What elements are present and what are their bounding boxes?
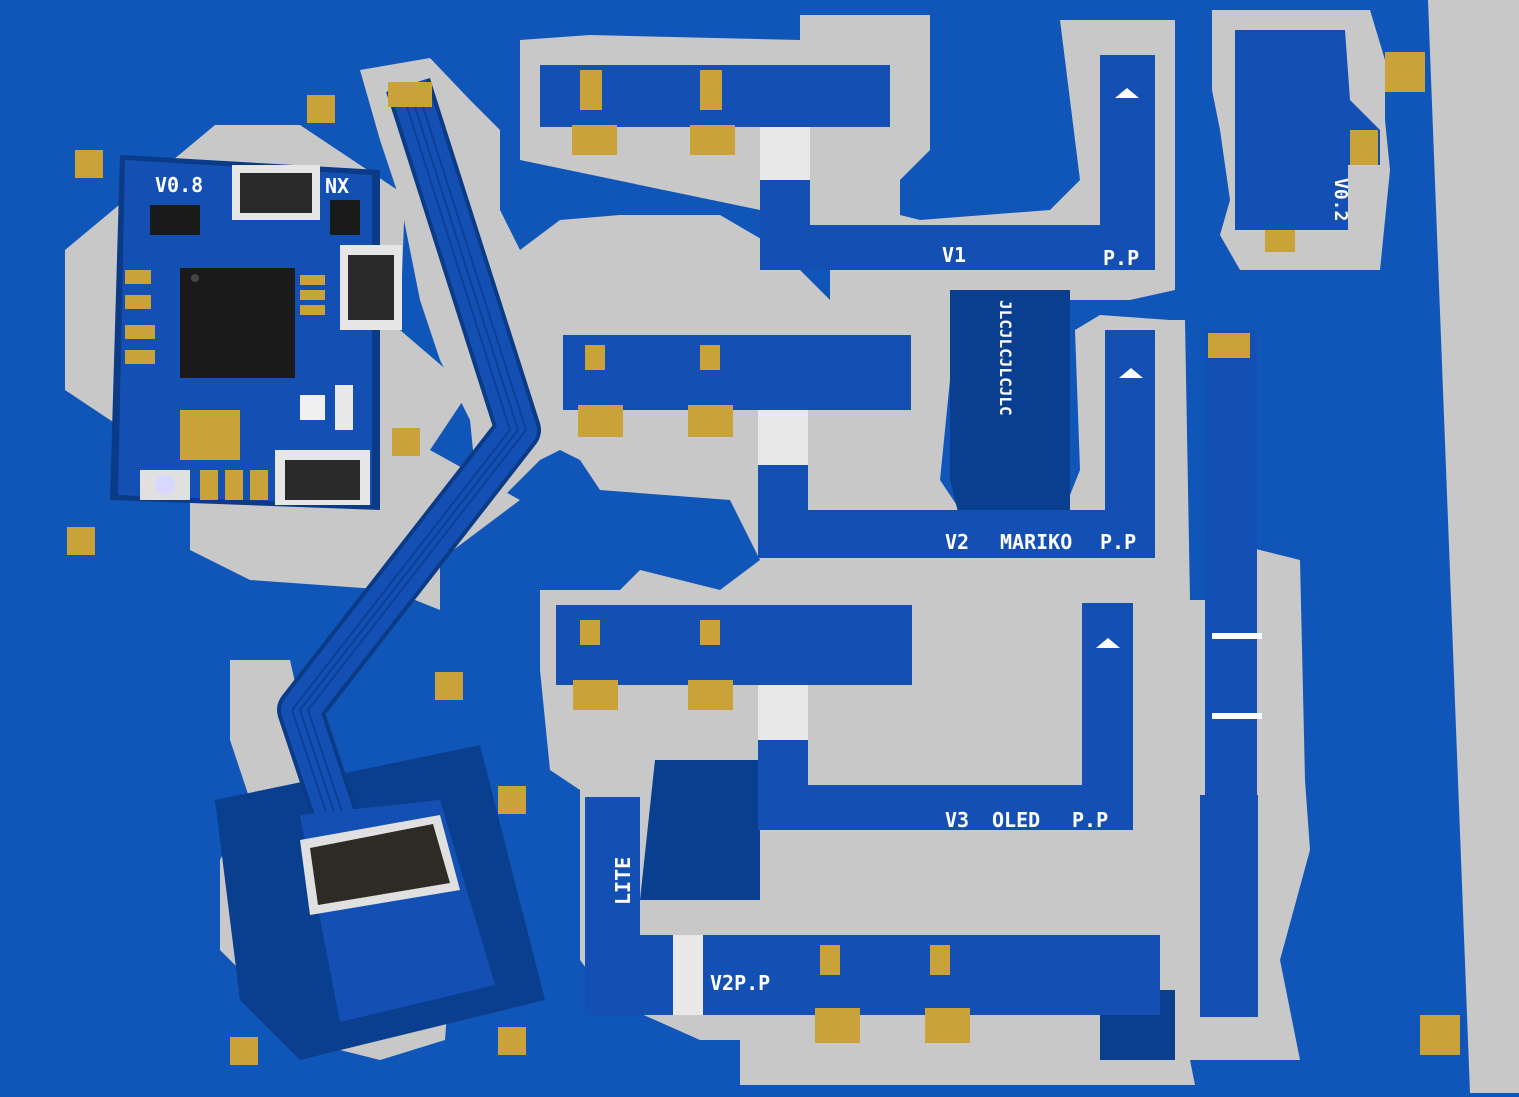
flex-cable [277, 78, 541, 838]
fiducial-pads [67, 52, 1460, 1065]
v1-label: V1 [942, 243, 966, 267]
lite-board: LITE V2P.P [585, 797, 1160, 1043]
lite-suffix: V2P.P [710, 971, 770, 995]
v1-board: V1 P.P [540, 55, 1155, 270]
main-board: V0.8 NX [110, 155, 402, 510]
v1-suffix: P.P [1103, 246, 1139, 270]
small-version-label: V0.2 [1330, 178, 1351, 221]
v2-model: MARIKO [1000, 530, 1072, 554]
v3-model: OLED [992, 808, 1040, 832]
v2-label: V2 [945, 530, 969, 554]
flex-contacts-top [388, 82, 432, 107]
v2-board: V2 MARIKO P.P [563, 330, 1155, 558]
panel-jlc-text: JLCJLCJLCJLC [996, 300, 1015, 416]
v2-suffix: P.P [1100, 530, 1136, 554]
main-name-label: NX [325, 174, 349, 198]
right-flex [1200, 330, 1262, 1017]
v3-label: V3 [945, 808, 969, 832]
small-board: V0.2 [1235, 30, 1380, 252]
panel-edge-rail [1428, 0, 1519, 1093]
main-version-label: V0.8 [155, 173, 203, 197]
v3-suffix: P.P [1072, 808, 1108, 832]
mcu-chip [180, 268, 295, 378]
v3-board: V3 OLED P.P [556, 603, 1133, 832]
connector-board [300, 800, 495, 1022]
lite-label: LITE [611, 857, 635, 905]
